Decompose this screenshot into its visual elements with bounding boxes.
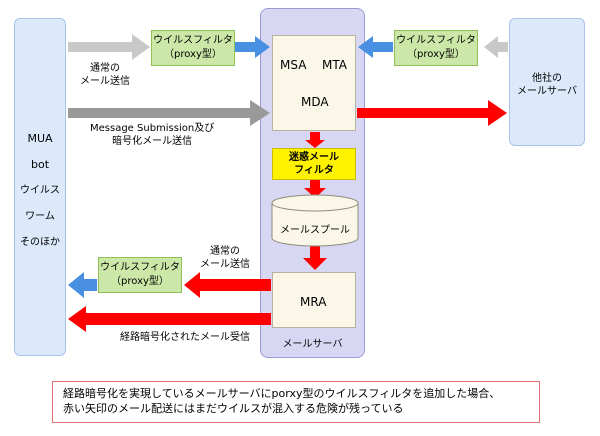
spam-filter-line2: フィルタ: [294, 165, 334, 176]
submission-line2: 暗号化メール送信: [112, 136, 193, 147]
client-column: [14, 18, 66, 356]
encrypted-receive-arrow: [68, 306, 271, 332]
other-server-label: 他社の メールサーバ: [509, 72, 585, 98]
spool-to-mra-arrow: [303, 246, 327, 270]
submission-arrow: [68, 100, 270, 126]
other-server-to-filter-arrow: [484, 36, 508, 58]
mail-spool-label: メールスプール: [280, 225, 350, 236]
client-label-bot: bot: [30, 158, 50, 171]
virus-filter-top-right: ウイルスフィルタ （proxy型）: [394, 30, 478, 66]
spam-to-spool-arrow: [304, 180, 326, 198]
virus-filter-top-left: ウイルスフィルタ （proxy型）: [151, 30, 235, 66]
note-line1: 経路暗号化を実現しているメールサーバにporxy型のウイルスフィルタを追加した場…: [63, 387, 501, 400]
note-line2: 赤い矢印のメール配送にはまだウイルスが混入する危険が残っている: [63, 402, 404, 415]
mail-spool-cylinder: [271, 194, 359, 247]
normal-send-top-line2: メール送信: [80, 76, 130, 87]
normal-send-bottom-line1: 通常の: [210, 246, 240, 257]
filter-bottom-line1: ウイルスフィルタ: [100, 262, 180, 273]
client-label-mua: MUA: [27, 132, 53, 145]
filter-top-right-line1: ウイルスフィルタ: [396, 35, 476, 46]
filter-top-right-line2: （proxy型）: [407, 49, 465, 60]
msa-label: MSA: [280, 58, 307, 72]
mail-server-label: メールサーバ: [282, 339, 343, 350]
filter-top-left-line2: （proxy型）: [164, 49, 222, 60]
filter-to-mta-arrow: [358, 36, 393, 58]
client-label-other: そのほか: [20, 237, 60, 248]
client-label-virus: ウイルス: [20, 185, 60, 196]
virus-filter-bottom: ウイルスフィルタ （proxy型）: [98, 257, 182, 293]
mta-core-box: [272, 35, 356, 131]
warning-note: 経路暗号化を実現しているメールサーバにporxy型のウイルスフィルタを追加した場…: [52, 381, 540, 423]
mda-label: MDA: [301, 95, 329, 109]
filter-top-left-line1: ウイルスフィルタ: [153, 35, 233, 46]
core-to-spam-arrow: [305, 132, 325, 148]
client-labels: MUA bot ウイルス ワーム そのほか: [14, 126, 66, 256]
submission-label: Message Submission及び 暗号化メール送信: [90, 122, 214, 148]
other-server-line2: メールサーバ: [517, 86, 577, 97]
mra-box: [272, 272, 356, 328]
other-server-line1: 他社の: [532, 73, 562, 84]
normal-send-top-line1: 通常の: [90, 63, 120, 74]
spam-filter: 迷惑メール フィルタ: [272, 148, 356, 180]
mra-to-filter-arrow: [184, 272, 271, 298]
filter-bottom-line2: （proxy型）: [111, 276, 169, 287]
filter-to-msa-arrow: [235, 36, 270, 58]
normal-send-top-arrow: [68, 34, 150, 60]
encrypted-receive-label: 経路暗号化されたメール受信: [120, 332, 250, 343]
mra-label: MRA: [300, 295, 327, 309]
delivery-to-other-server-arrow: [357, 100, 507, 126]
filter-to-client-arrow: [68, 272, 97, 298]
mta-label: MTA: [322, 58, 347, 72]
normal-send-bottom-line2: メール送信: [200, 259, 250, 270]
normal-send-bottom-label: 通常の メール送信: [200, 245, 250, 271]
client-label-worm: ワーム: [25, 211, 55, 222]
spam-filter-line1: 迷惑メール: [289, 152, 339, 163]
submission-line1: Message Submission及び: [90, 123, 215, 134]
normal-send-top-label: 通常の メール送信: [80, 62, 130, 88]
other-server-column: [509, 18, 585, 146]
